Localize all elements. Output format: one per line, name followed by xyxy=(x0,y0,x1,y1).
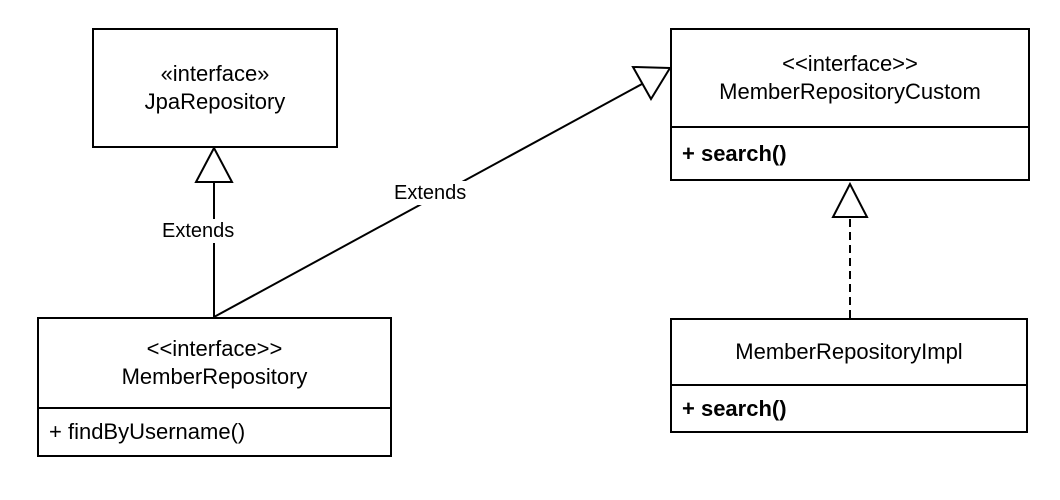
class-methods: + findByUsername() xyxy=(39,407,390,455)
class-name: MemberRepository xyxy=(121,364,308,389)
hollow-triangle-arrowhead-icon xyxy=(831,181,869,218)
class-name: MemberRepositoryImpl xyxy=(735,339,963,364)
class-header: MemberRepositoryImpl xyxy=(672,320,1026,384)
method-label: + search() xyxy=(682,395,787,421)
stereotype-label: <<interface>> xyxy=(782,51,918,76)
method-label: + findByUsername() xyxy=(49,419,246,444)
method-label: + search() xyxy=(682,140,787,166)
hollow-triangle-arrowhead-icon xyxy=(194,145,234,183)
class-box-member-repository: <<interface>> MemberRepository + findByU… xyxy=(37,317,392,457)
class-box-jpa-repository: «interface» JpaRepository xyxy=(92,28,338,148)
class-name: MemberRepositoryCustom xyxy=(719,79,981,104)
hollow-triangle-arrowhead-icon xyxy=(631,65,672,101)
class-header: «interface» JpaRepository xyxy=(94,30,336,146)
class-box-member-repository-custom: <<interface>> MemberRepositoryCustom + s… xyxy=(670,28,1030,181)
class-header: <<interface>> MemberRepositoryCustom xyxy=(672,30,1028,126)
class-methods: + search() xyxy=(672,384,1026,431)
stereotype-label: «interface» xyxy=(160,61,270,86)
class-header: <<interface>> MemberRepository xyxy=(39,319,390,407)
stereotype-label: <<interface>> xyxy=(146,336,283,361)
edge-label-extends-custom: Extends xyxy=(392,181,469,205)
edge-label-extends-jpa: Extends xyxy=(160,219,237,243)
class-methods: + search() xyxy=(672,126,1028,179)
class-box-member-repository-impl: MemberRepositoryImpl + search() xyxy=(670,318,1028,433)
class-name: JpaRepository xyxy=(144,89,286,114)
